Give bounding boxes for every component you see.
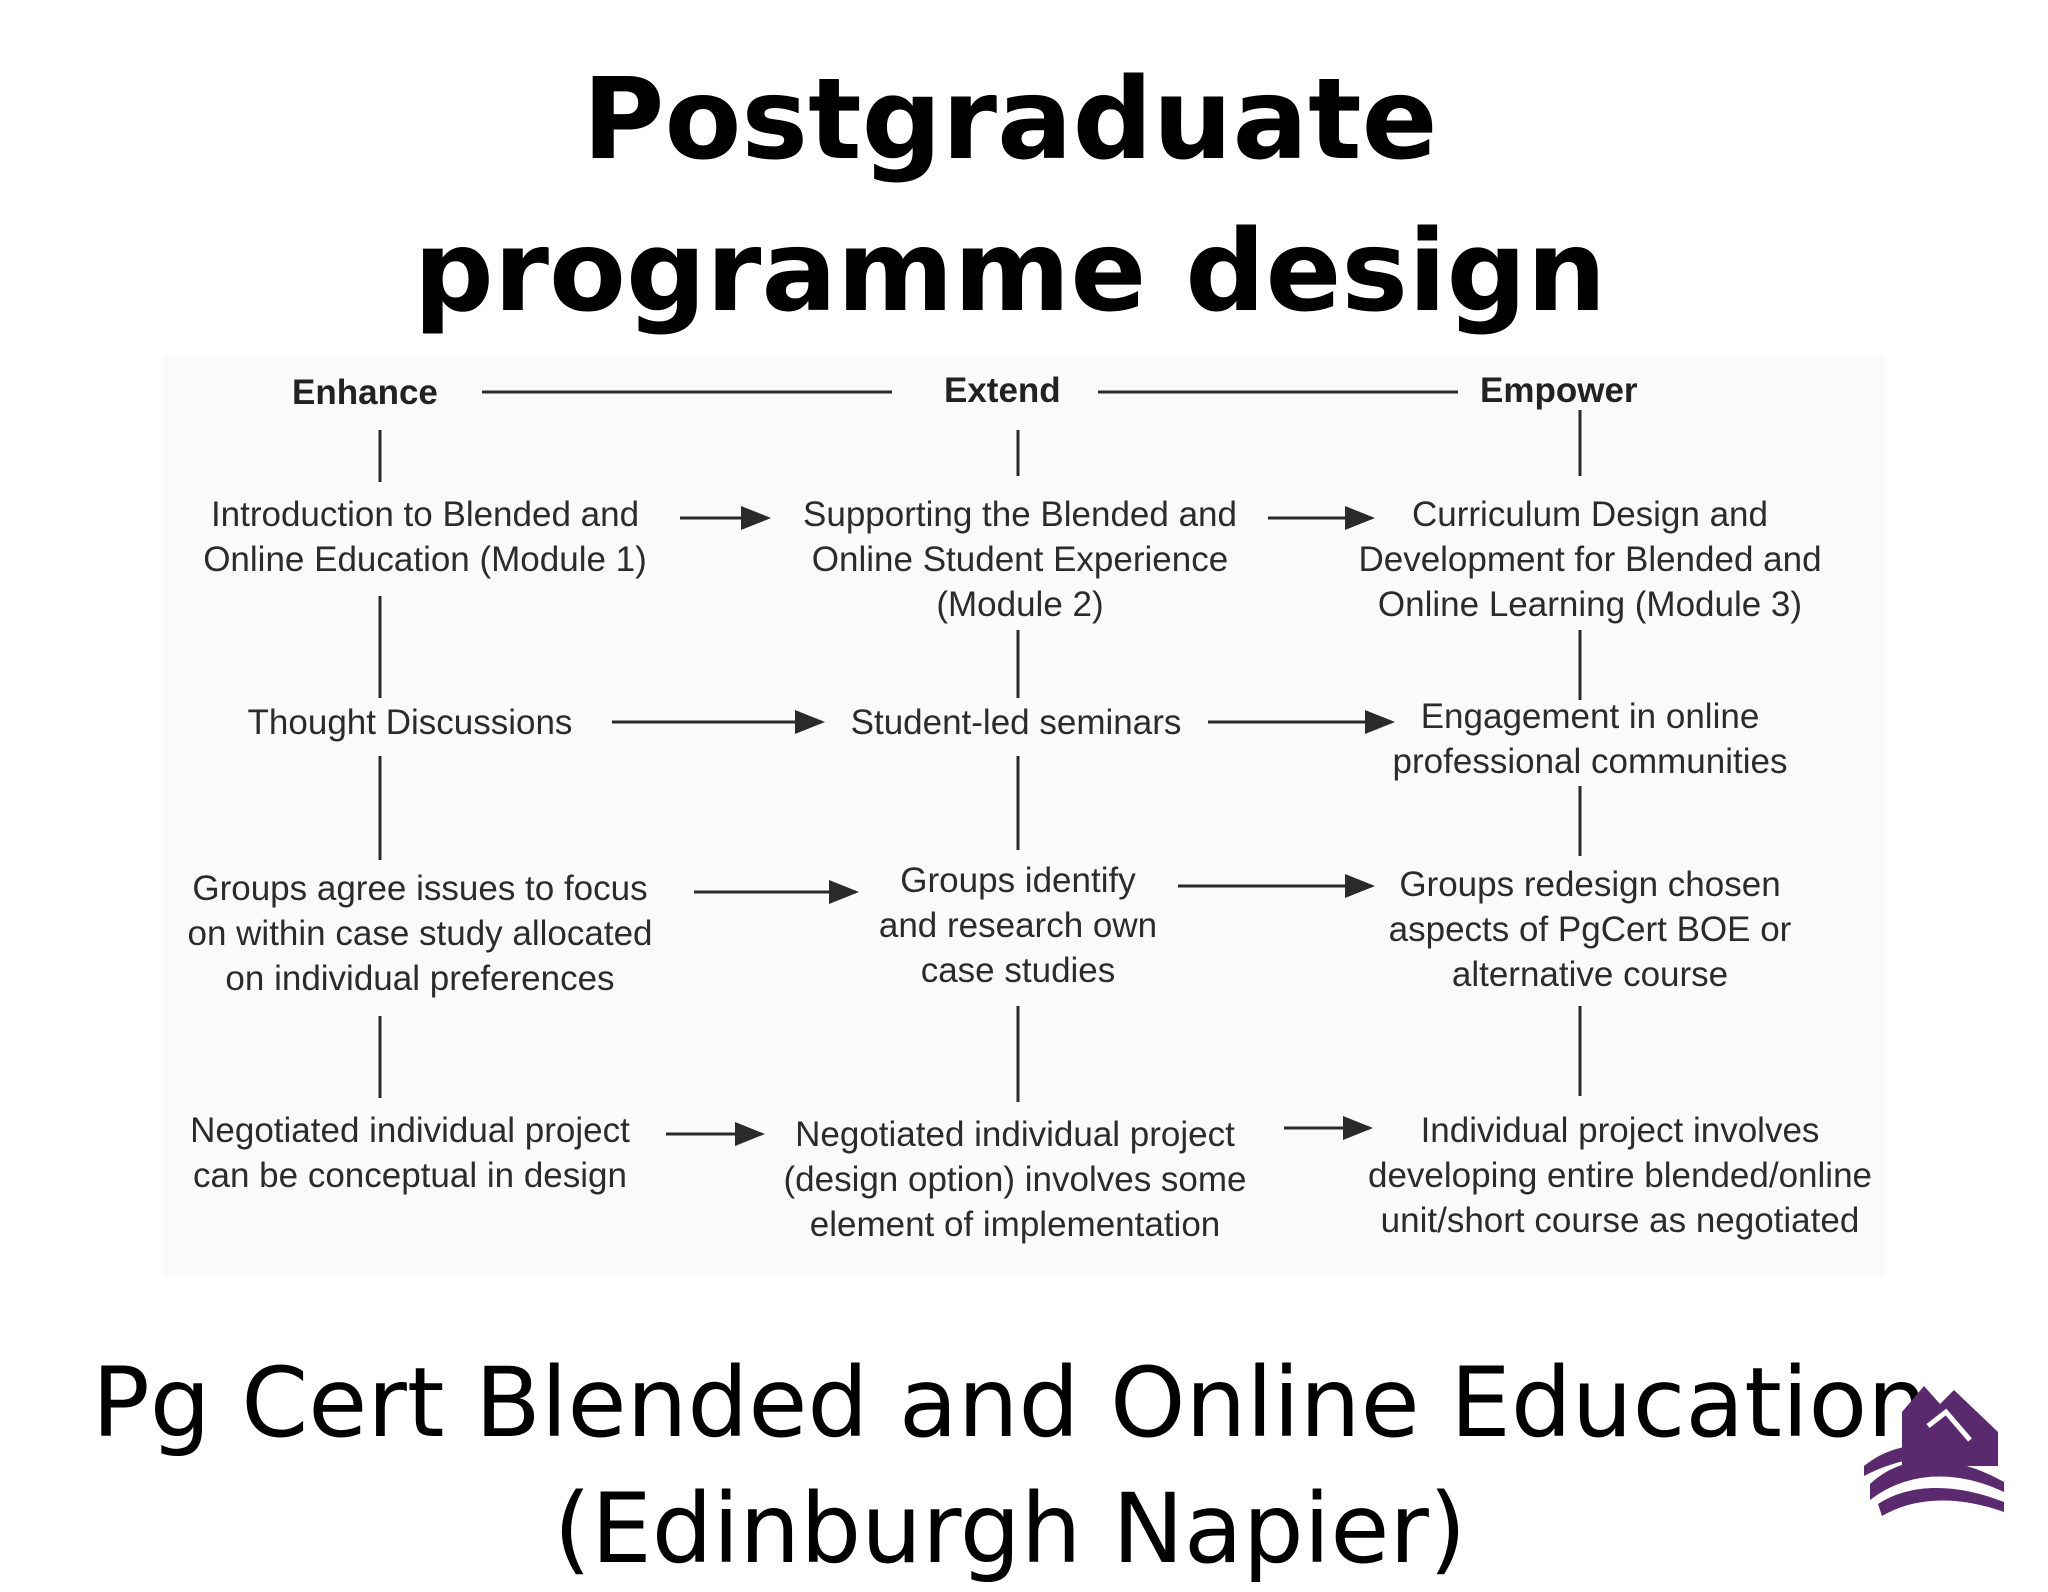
diagram-panel <box>162 356 1886 1276</box>
node-module-3: Curriculum Design and Development for Bl… <box>1358 495 1822 624</box>
node-engagement-online: Engagement in online professional commun… <box>1392 697 1788 781</box>
node-negotiated-design-option: Negotiated individual project (design op… <box>783 1115 1247 1244</box>
node-groups-agree: Groups agree issues to focus on within c… <box>187 869 653 998</box>
edinburgh-napier-logo <box>1864 1386 2004 1516</box>
column-header-empower: Empower <box>1480 371 1638 410</box>
node-negotiated-conceptual: Negotiated individual project can be con… <box>190 1111 630 1195</box>
node-student-led-seminars: Student-led seminars <box>850 703 1182 742</box>
node-groups-identify: Groups identify and research own case st… <box>878 861 1158 990</box>
node-groups-redesign: Groups redesign chosen aspects of PgCert… <box>1388 865 1792 994</box>
node-individual-project: Individual project involves developing e… <box>1367 1111 1872 1240</box>
node-thought-discussions: Thought Discussions <box>247 703 573 742</box>
column-header-extend: Extend <box>944 371 1061 410</box>
column-header-enhance: Enhance <box>292 373 438 412</box>
footer-title: Pg Cert Blended and Online Education (Ed… <box>91 1347 1929 1585</box>
node-module-1: Introduction to Blended and Online Educa… <box>203 495 647 579</box>
node-module-2: Supporting the Blended and Online Studen… <box>803 495 1237 624</box>
diagram-connectors <box>378 390 1582 1146</box>
slide-title: Postgraduate programme design <box>413 55 1607 337</box>
